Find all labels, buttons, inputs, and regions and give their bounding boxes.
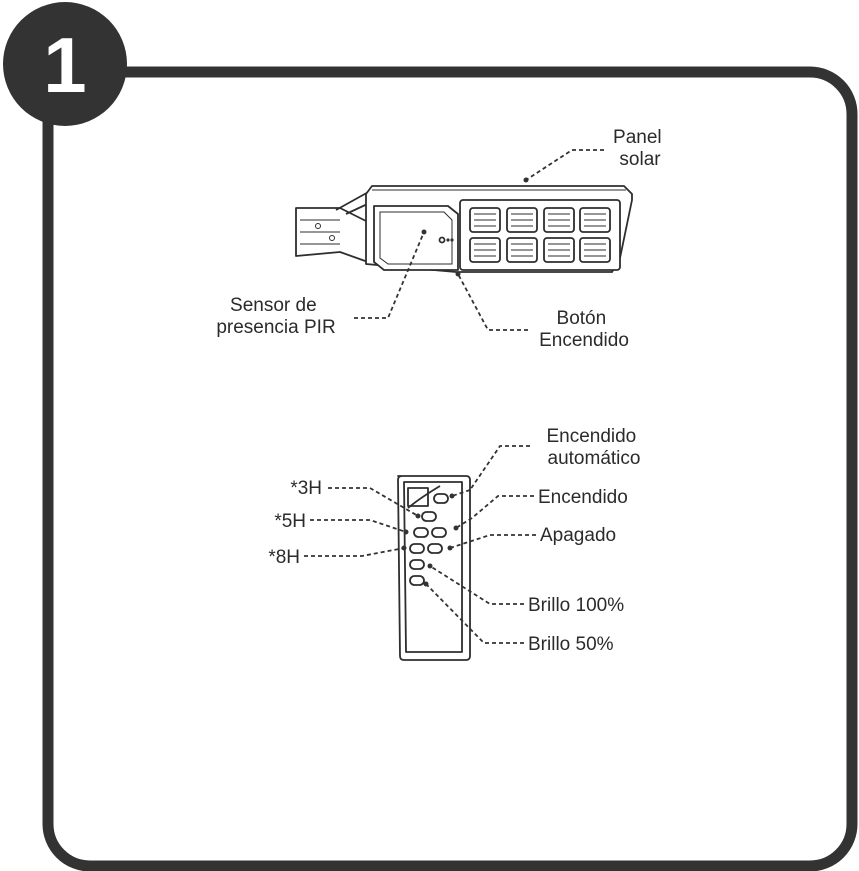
label-auto-on-line-2: automático [548, 448, 641, 469]
led-modules [469, 207, 611, 263]
label-power-button-line-1: Botón [557, 308, 607, 329]
leader-off [449, 534, 536, 549]
label-on: Encendido [538, 487, 628, 508]
solar-lamp-illustration [295, 185, 633, 273]
remote-button-auto-on [433, 493, 449, 504]
step-number: 1 [43, 21, 86, 109]
remote-button-brightness-100 [409, 559, 425, 570]
remote-button-off [427, 543, 443, 554]
leader-auto-on [469, 445, 530, 491]
label-auto-on-line-1: Encendido [546, 426, 636, 447]
label-solar-panel: Panel solar [613, 127, 667, 170]
label-off: Apagado [540, 525, 616, 546]
remote-button-on [431, 527, 447, 538]
leader-3h [328, 487, 419, 517]
label-timer-3h: *3H [290, 478, 322, 499]
label-timer-8h: *8H [268, 547, 300, 568]
remote-button-brightness-50 [409, 575, 425, 586]
leader-8h [304, 547, 405, 557]
step-badge [3, 2, 127, 126]
label-pir-sensor-line-2: presencia PIR [216, 317, 335, 338]
leader-on [455, 495, 534, 529]
label-pir-sensor-line-1: Sensor de [230, 295, 317, 316]
label-auto-on: Encendido automático [546, 426, 641, 469]
remote-button-3h [421, 511, 437, 522]
label-power-button-line-2: Encendido [539, 330, 629, 351]
step-frame [42, 66, 858, 871]
leader-5h [310, 519, 407, 533]
remote-leaders [304, 445, 536, 644]
remote-button-5h [413, 527, 429, 538]
lamp-leaders [354, 149, 604, 331]
label-pir-sensor: Sensor de presencia PIR [216, 295, 335, 338]
label-timer-5h: *5H [274, 511, 306, 532]
label-solar-panel-line-2: solar [619, 149, 661, 170]
remote-button-8h [409, 543, 425, 554]
label-brightness-100: Brillo 100% [528, 595, 624, 616]
label-brightness-50: Brillo 50% [528, 634, 614, 655]
label-power-button: Botón Encendido [539, 308, 629, 351]
label-solar-panel-line-1: Panel [613, 127, 662, 148]
leader-solar-panel [525, 149, 604, 181]
